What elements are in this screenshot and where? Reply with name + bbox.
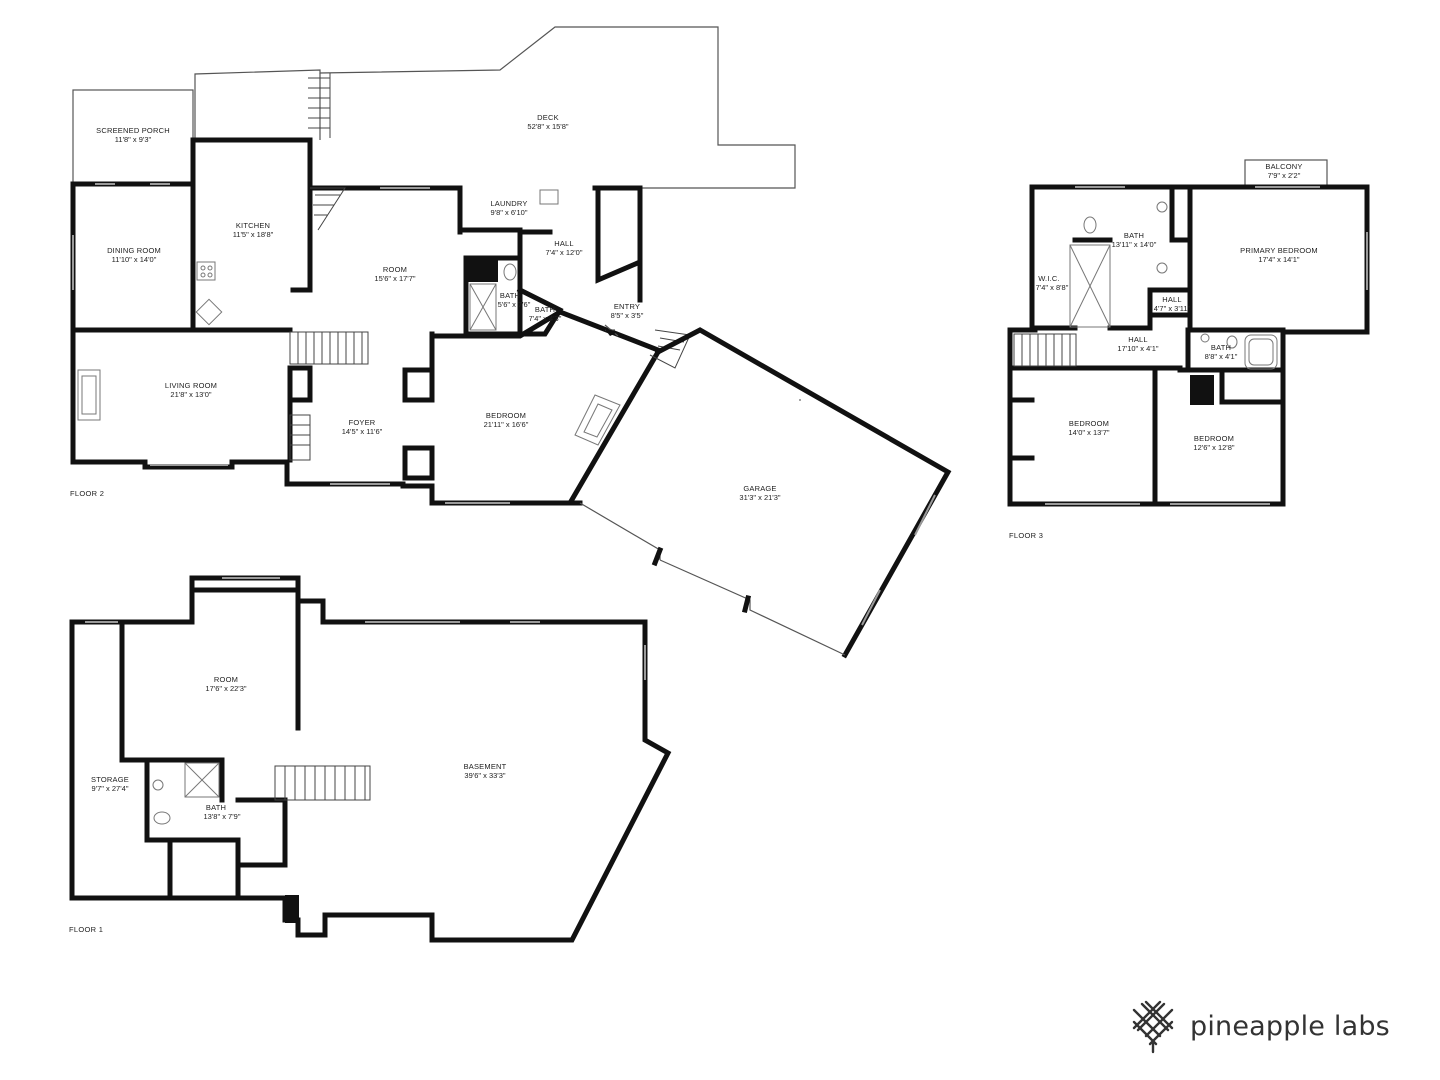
fireplace-living: [77, 369, 101, 421]
floor-3-plan: BALCONY 7'9" x 2'2" BATH 13'11" x 14'0" …: [1007, 159, 1370, 540]
garage-wall: [654, 327, 952, 659]
room-name: DECK: [537, 113, 559, 122]
room-dims: 7'9" x 2'2": [1268, 171, 1301, 180]
room-dims: 52'8" x 15'8": [527, 122, 568, 131]
room-name: BATH: [206, 803, 226, 812]
room-dims: 7'4" x 4'3": [529, 314, 562, 323]
room-name: BEDROOM: [1194, 434, 1234, 443]
toilet-f1: [153, 811, 171, 825]
floor-label: FLOOR 2: [70, 489, 104, 498]
room-dims: 21'11" x 16'6": [484, 420, 529, 429]
room-dims: 39'6" x 33'3": [464, 771, 505, 780]
shower-f1: [184, 762, 220, 798]
floor-2-plan: DECK 52'8" x 15'8" SCREENED PORCH 11'8" …: [70, 26, 952, 659]
water-heater: [468, 260, 498, 282]
toilet-f3: [1083, 216, 1097, 234]
room-name: BATH: [1211, 343, 1231, 352]
sink-f3b: [1156, 262, 1168, 274]
room-name: PRIMARY BEDROOM: [1240, 246, 1318, 255]
room-dims: 17'4" x 14'1": [1258, 255, 1299, 264]
room-name: BALCONY: [1265, 162, 1302, 171]
room-name: BATH: [500, 291, 520, 300]
kitchen-sink: [195, 298, 223, 326]
shower-f3: [1069, 244, 1111, 328]
room-dims: 15'6" x 17'7": [374, 274, 415, 283]
toilet-f2: [503, 263, 517, 281]
sink-f1: [152, 779, 164, 791]
room-dims: 8'5" x 3'5": [611, 311, 644, 320]
floor-1-stairs: [274, 765, 371, 801]
room-name: DINING ROOM: [107, 246, 161, 255]
deck-outline: [194, 26, 796, 189]
floor-3-stairs: [1013, 333, 1077, 367]
room-dims: 17'10" x 4'1": [1117, 344, 1158, 353]
room-dims: 11'10" x 14'0": [112, 255, 157, 264]
room-name: BEDROOM: [486, 411, 526, 420]
room-dims: 5'6" x 7'6": [498, 300, 531, 309]
pineapple-lattice-icon: [1132, 1000, 1174, 1054]
chimney-f3: [1190, 375, 1214, 405]
room-dims: 7'4" x 8'8": [1036, 283, 1069, 292]
floor-label: FLOOR 1: [69, 925, 103, 934]
room-name: KITCHEN: [236, 221, 270, 230]
fireplace-bedroom: [574, 394, 621, 446]
room-dims: 21'8" x 13'0": [170, 390, 211, 399]
room-dims: 14'0" x 13'7": [1068, 428, 1109, 437]
room-dims: 9'8" x 6'10": [491, 208, 528, 217]
room-dims: 4'7" x 3'11": [1154, 304, 1191, 313]
room-dims: 13'8" x 7'9": [204, 812, 241, 821]
room-name: STORAGE: [91, 775, 129, 784]
room-name: HALL: [1128, 335, 1148, 344]
floor-label: FLOOR 3: [1009, 531, 1043, 540]
room-name: BATH: [1124, 231, 1144, 240]
room-dims: 11'8" x 9'3": [115, 135, 152, 144]
deck-stairs: [308, 73, 331, 138]
room-name: LAUNDRY: [490, 199, 527, 208]
sink-f3a: [1156, 201, 1168, 213]
brand-name: pineapple labs: [1190, 1010, 1390, 1042]
chimney-f1: [285, 895, 299, 923]
brand-logo: pineapple labs: [1130, 996, 1390, 1056]
floor-1-plan: ROOM 17'6" x 22'3" STORAGE 9'7" x 27'4" …: [69, 575, 672, 943]
room-dims: 7'4" x 12'0": [546, 248, 583, 257]
bathtub-f3: [1244, 334, 1278, 370]
stove: [196, 261, 216, 281]
room-name: W.I.C.: [1038, 274, 1060, 283]
room-name: BATH: [535, 305, 555, 314]
floor-2-stairs: [289, 187, 691, 461]
floor-1-labels: ROOM 17'6" x 22'3" STORAGE 9'7" x 27'4" …: [69, 675, 507, 934]
room-dims: 11'5" x 18'8": [233, 230, 274, 239]
room-name: ROOM: [383, 265, 407, 274]
room-dims: 14'5" x 11'6": [342, 427, 383, 436]
room-dims: 17'6" x 22'3": [205, 684, 246, 693]
room-name: ENTRY: [614, 302, 640, 311]
room-dims: 9'7" x 27'4": [92, 784, 129, 793]
room-dims: 13'11" x 14'0": [1112, 240, 1157, 249]
laundry-sink: [539, 189, 559, 205]
room-name: BASEMENT: [464, 762, 507, 771]
shower-f2: [469, 283, 497, 331]
room-name: SCREENED PORCH: [96, 126, 170, 135]
room-name: GARAGE: [743, 484, 776, 493]
floor-2-exterior-wall: [70, 181, 662, 506]
room-dims: 31'3" x 21'3": [739, 493, 780, 502]
room-dims: 12'6" x 12'8": [1193, 443, 1234, 452]
floor-3-labels: BALCONY 7'9" x 2'2" BATH 13'11" x 14'0" …: [1009, 162, 1318, 540]
room-name: FOYER: [349, 418, 376, 427]
room-name: LIVING ROOM: [165, 381, 217, 390]
room-name: HALL: [1162, 295, 1182, 304]
room-name: ROOM: [214, 675, 238, 684]
room-dims: 8'8" x 4'1": [1205, 352, 1238, 361]
room-name: HALL: [554, 239, 574, 248]
room-name: BEDROOM: [1069, 419, 1109, 428]
floor-2-labels: DECK 52'8" x 15'8" SCREENED PORCH 11'8" …: [70, 113, 781, 502]
